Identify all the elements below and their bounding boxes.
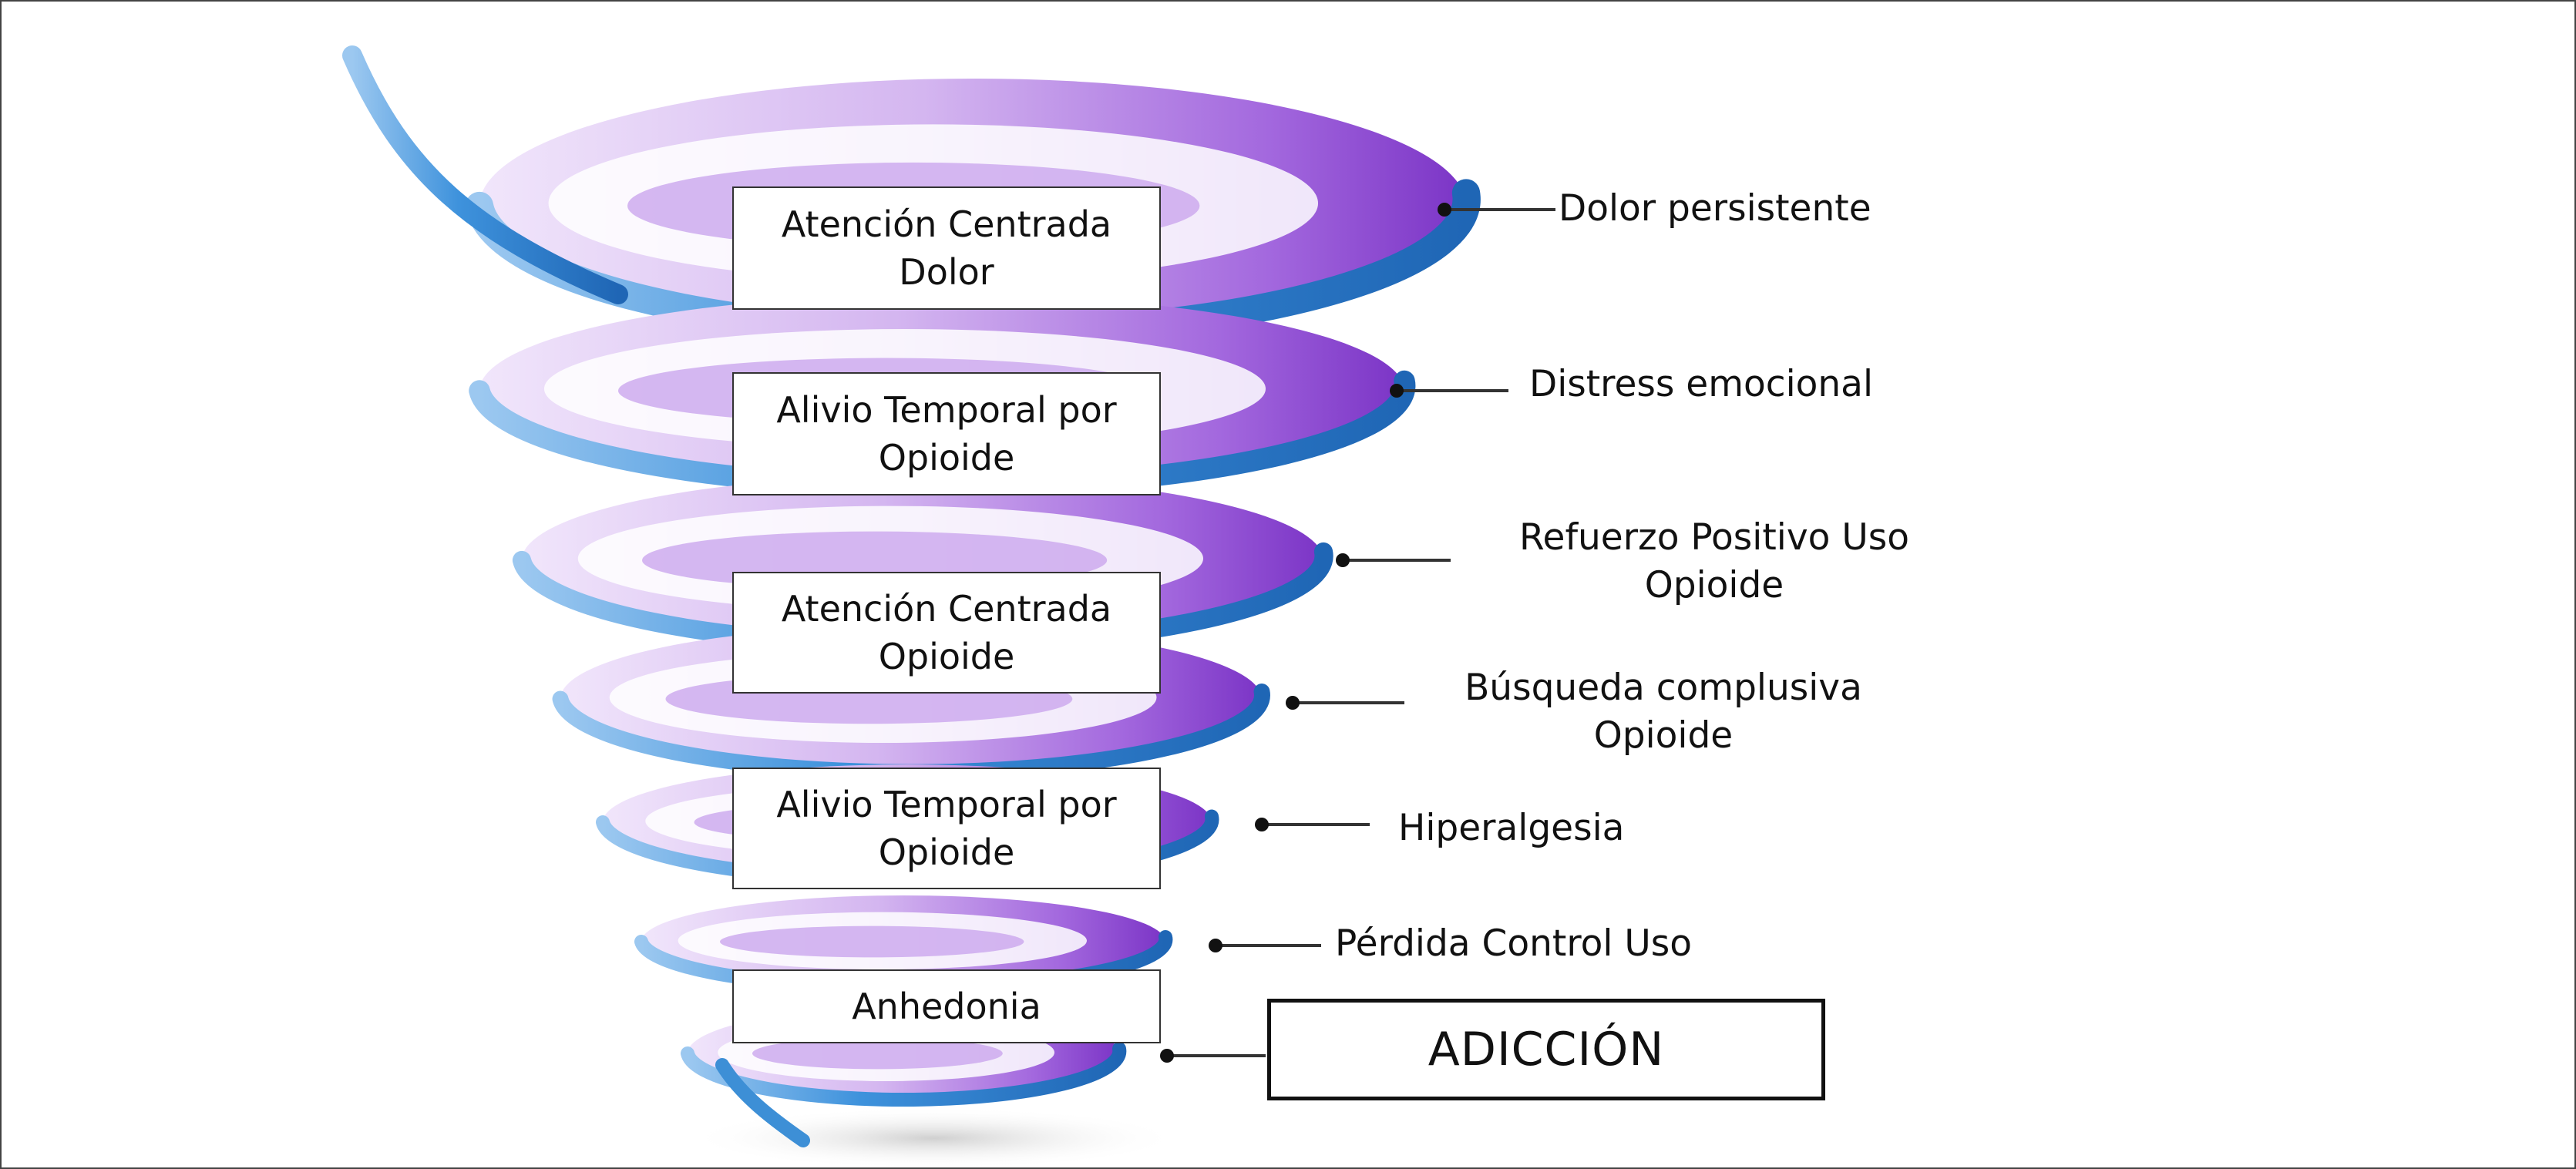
leader-dot-3 <box>1336 553 1350 567</box>
stage-label-positive-reinforcement: Refuerzo Positivo Uso Opioide <box>1518 516 1909 606</box>
ring-core <box>752 1037 1003 1070</box>
leader-dot-2 <box>1390 384 1404 398</box>
leader-dot-1 <box>1438 203 1451 217</box>
stage-label-hyperalgesia: Hiperalgesia <box>1398 807 1625 849</box>
inner-box-anhedonia: Anhedonia <box>732 969 1161 1043</box>
leader-dot-5 <box>1255 818 1269 831</box>
ring-core <box>719 925 1024 958</box>
inner-box-attention-pain: Atención Centrada Dolor <box>732 186 1161 310</box>
inner-box-attention-opioid: Atención Centrada Opioide <box>732 572 1161 694</box>
inner-box-temporary-relief-2: Alivio Temporal por Opioide <box>732 768 1161 889</box>
ribbon-tail-top <box>342 45 628 304</box>
leader-dot-7 <box>1160 1049 1174 1063</box>
leader-dot-4 <box>1286 696 1300 710</box>
leader-lines <box>1160 203 1555 1063</box>
ribbon-tail-bottom <box>715 1058 810 1147</box>
stage-label-compulsive-search: Búsqueda complusiva Opioide <box>1465 667 1862 757</box>
addiction-box: ADICCIÓN <box>1267 999 1825 1100</box>
blue-ribbon <box>681 1042 1127 1107</box>
stage-label-emotional-distress: Distress emocional <box>1529 363 1874 405</box>
leader-dot-6 <box>1209 939 1222 952</box>
inner-box-temporary-relief-1: Alivio Temporal por Opioide <box>732 372 1161 495</box>
stage-label-loss-of-control: Pérdida Control Uso <box>1335 922 1693 965</box>
spiral-shadow <box>688 1107 1181 1167</box>
stage-label-persistent-pain: Dolor persistente <box>1559 187 1871 230</box>
